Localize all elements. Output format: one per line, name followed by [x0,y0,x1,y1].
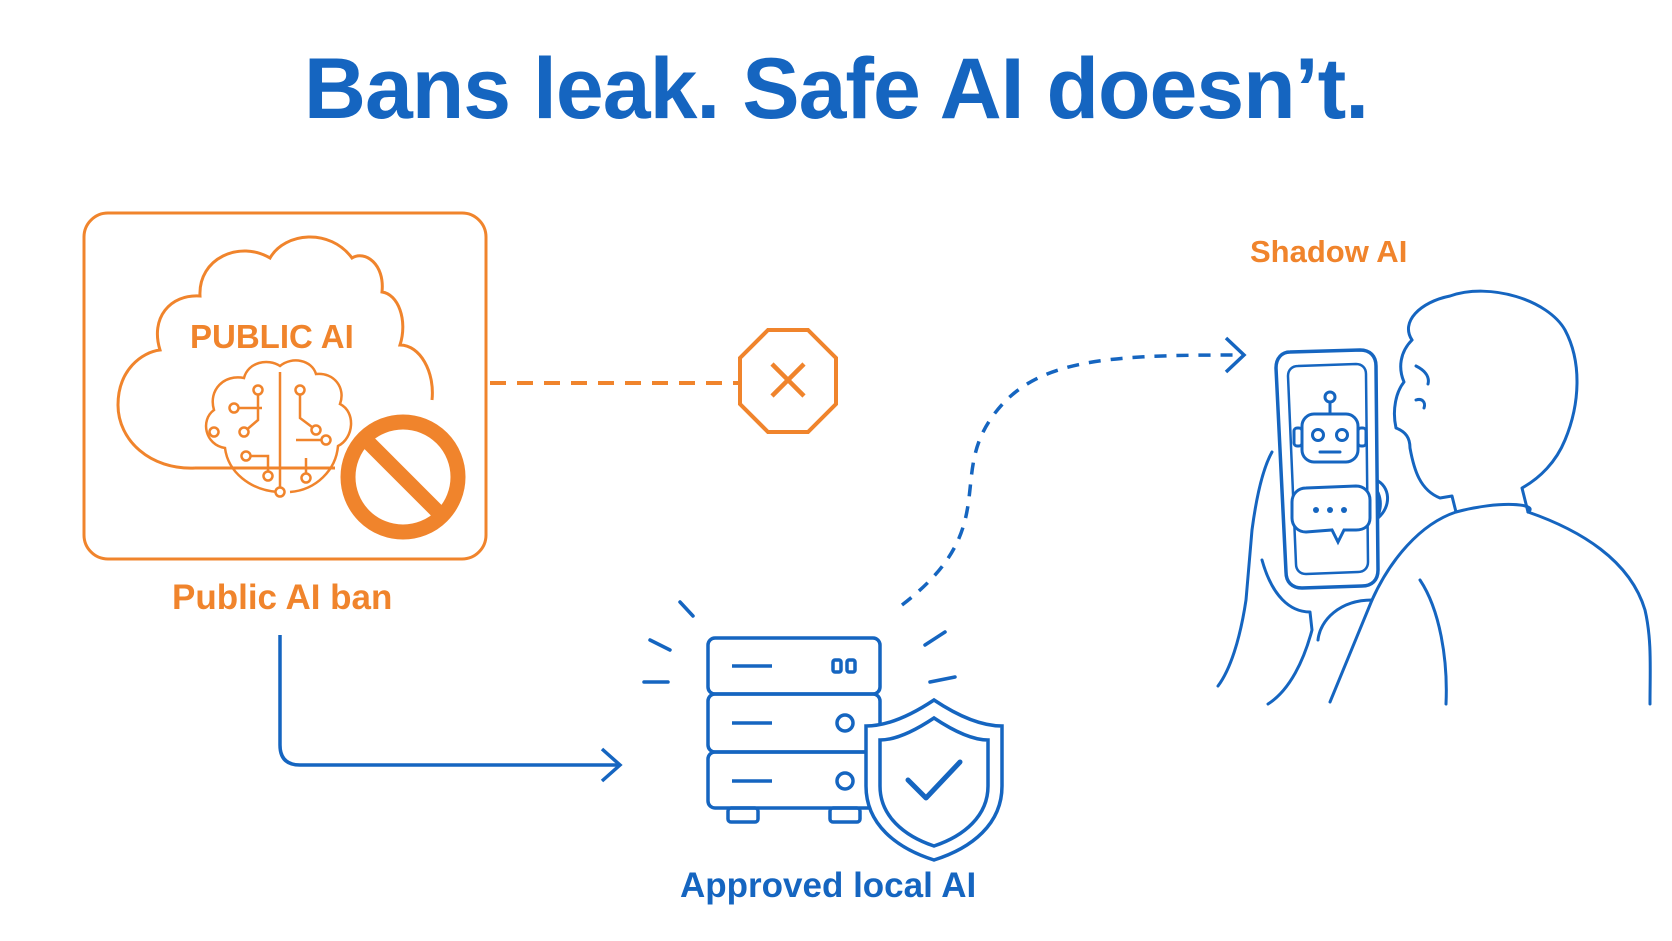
brain-circuit-icon [204,359,353,498]
public-ai-box [82,211,488,561]
shadow-ai-caption: Shadow AI [1250,234,1408,269]
cloud-icon [116,235,434,470]
robot-icon [1292,390,1368,464]
approved-local-ai-caption: Approved local AI [680,866,977,905]
prohibited-icon [340,414,466,540]
public-ai-ban-caption: Public AI ban [172,578,393,617]
finger-outline [1375,478,1389,520]
stop-x-icon [738,328,838,434]
server-icon [706,636,882,824]
person-icon [1316,289,1652,706]
approved-path-arrow [278,635,623,783]
shadow-path-arrow [900,336,1247,607]
cloud-label: PUBLIC AI [190,318,354,355]
shield-check-icon [864,697,1004,862]
page-title: Bans leak. Safe AI doesn’t. [303,41,1369,137]
phone-icon [1274,348,1380,590]
sparkle-rays [642,600,957,684]
chat-bubble-icon [1290,484,1372,546]
